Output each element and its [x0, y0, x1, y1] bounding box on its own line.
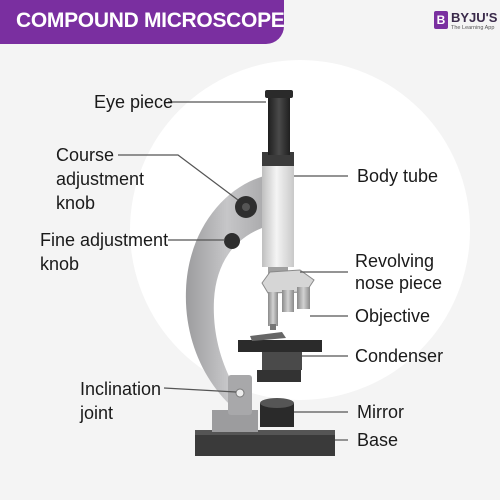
label-fine-line2: knob	[40, 254, 80, 274]
eyepiece	[268, 95, 290, 155]
label-inclination-line2: joint	[80, 403, 114, 423]
label-course-line3: knob	[56, 193, 96, 213]
body-tube-collar	[262, 152, 294, 166]
base-top	[195, 430, 335, 435]
mirror-top	[260, 398, 294, 408]
stage-clip	[250, 332, 286, 341]
objective-lens-2	[282, 290, 294, 312]
leader-inclination	[163, 387, 237, 393]
body-tube	[262, 165, 294, 267]
objective-lens-3	[297, 287, 310, 309]
label-eye-piece: Eye piece	[94, 92, 174, 112]
label-condenser: Condenser	[355, 346, 444, 366]
page-title: COMPOUND MICROSCOPE	[16, 9, 285, 32]
label-course-line2: adjustment	[56, 169, 145, 189]
inclination-joint-icon	[235, 388, 245, 398]
stage-underside	[262, 352, 302, 370]
label-body-tube: Body tube	[357, 166, 439, 186]
label-course-line1: Course	[56, 145, 115, 165]
label-mirror: Mirror	[357, 402, 404, 422]
label-inclination-line1: Inclination	[80, 379, 162, 399]
label-base: Base	[357, 430, 399, 450]
label-revolving-line1: Revolving	[355, 251, 435, 271]
leader-course	[118, 154, 239, 201]
stage-plate	[238, 340, 322, 352]
foot-platform	[212, 410, 258, 432]
arm	[185, 175, 268, 412]
title-banner: COMPOUND MICROSCOPE	[0, 0, 285, 44]
brand-logo: B BYJU'S The Learning App	[434, 10, 498, 36]
objective-lens-1	[268, 292, 278, 326]
eyepiece-cap	[265, 90, 293, 98]
logo-tagline: The Learning App	[451, 25, 495, 31]
logo-mark-icon: B	[434, 11, 448, 29]
label-revolving-line2: nose piece	[355, 273, 443, 293]
label-fine-line1: Fine adjustment	[40, 230, 169, 250]
fine-knob-icon	[224, 233, 240, 249]
condenser-body	[257, 370, 301, 382]
label-objective: Objective	[355, 306, 431, 326]
logo-name: BYJU'S	[451, 10, 498, 25]
